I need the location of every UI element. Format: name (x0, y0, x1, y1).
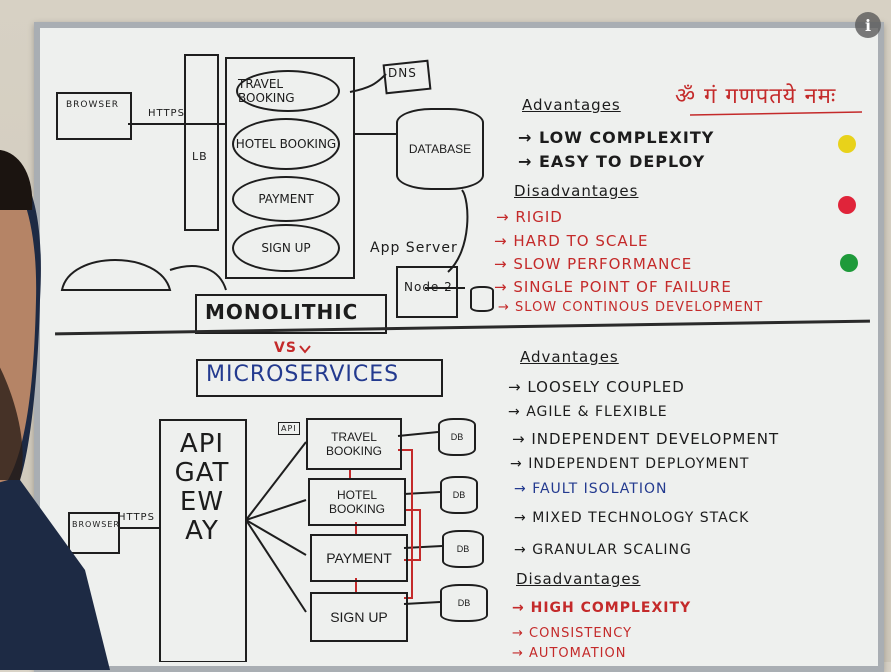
lb-label: LB (192, 150, 208, 163)
small-database-icon (470, 286, 494, 312)
top-right-inscription: ॐ गं गणपतये नमः (675, 84, 837, 109)
node-label: Node 2 (404, 280, 453, 294)
micro-adv-text: FAULT ISOLATION (532, 481, 668, 497)
dns-label: DNS (388, 66, 417, 80)
vs-label: VS (274, 340, 297, 356)
micro-adv-text: LOOSELY COUPLED (527, 378, 685, 396)
laptop-icon-bottom (68, 512, 120, 554)
https-label-bottom: HTTPS (118, 512, 155, 523)
module-payment: PAYMENT (232, 176, 340, 222)
green-magnet-icon (840, 254, 858, 272)
presenter-person (0, 150, 110, 670)
mono-dis-item: → HARD TO SCALE (494, 232, 649, 250)
api-tag: API (278, 422, 300, 435)
database-icon: DATABASE (396, 108, 484, 190)
mono-dis-item: → RIGID (496, 208, 563, 226)
micro-adv-item: → AGILE & FLEXIBLE (508, 404, 668, 420)
module-sign-up: SIGN UP (232, 224, 340, 272)
mono-dis-text: HARD TO SCALE (513, 232, 649, 250)
https-label-top: HTTPS (148, 108, 185, 119)
micro-dis-item: → CONSISTENCY (512, 626, 633, 641)
red-magnet-icon (838, 196, 856, 214)
mono-dis-text: SLOW CONTINOUS DEVELOPMENT (515, 300, 764, 315)
db-icon-travel: DB (438, 418, 476, 456)
mono-dis-item: → SLOW CONTINOUS DEVELOPMENT (498, 300, 764, 315)
module-hotel-booking: HOTEL BOOKING (232, 118, 340, 170)
app-server-label: App Server (370, 240, 458, 256)
service-travel-booking: TRAVEL BOOKING (306, 418, 402, 470)
micro-adv-item: → MIXED TECHNOLOGY STACK (514, 510, 750, 526)
mono-dis-text: SLOW PERFORMANCE (513, 255, 693, 273)
api-gateway-label: API GATEWAY (174, 429, 230, 546)
micro-adv-text: MIXED TECHNOLOGY STACK (532, 510, 750, 526)
micro-adv-item: → INDEPENDENT DEPLOYMENT (510, 456, 750, 472)
mono-dis-item: → SLOW PERFORMANCE (494, 255, 693, 273)
microservices-title: MICROSERVICES (206, 362, 400, 387)
server-icon (396, 266, 458, 318)
micro-disadvantages-title: Disadvantages (516, 570, 641, 588)
monolithic-title: MONOLITHIC (205, 300, 359, 324)
mono-dis-text: SINGLE POINT OF FAILURE (513, 278, 732, 296)
db-icon-hotel: DB (440, 476, 478, 514)
micro-adv-text: INDEPENDENT DEPLOYMENT (528, 456, 750, 472)
service-sign-up: SIGN UP (310, 592, 408, 642)
mono-dis-item: → SINGLE POINT OF FAILURE (494, 278, 732, 296)
browser-label-top: BROWSER (66, 100, 120, 110)
mono-adv-item: → LOW COMPLEXITY (518, 128, 715, 147)
info-icon[interactable]: i (855, 12, 881, 38)
module-travel-booking: TRAVEL BOOKING (236, 70, 340, 112)
micro-adv-text: AGILE & FLEXIBLE (526, 404, 668, 420)
service-hotel-booking: HOTEL BOOKING (308, 478, 406, 526)
mono-adv-text: EASY TO DEPLOY (538, 152, 706, 171)
micro-dis-item: → AUTOMATION (512, 646, 627, 661)
micro-adv-item: → LOOSELY COUPLED (508, 378, 685, 396)
micro-dis-text: HIGH COMPLEXITY (530, 600, 692, 616)
db-icon-payment: DB (442, 530, 484, 568)
yellow-magnet-icon (838, 135, 856, 153)
micro-adv-item: → INDEPENDENT DEVELOPMENT (512, 430, 780, 448)
mono-adv-item: → EASY TO DEPLOY (518, 152, 706, 171)
micro-adv-item: → GRANULAR SCALING (514, 542, 692, 558)
mono-adv-text: LOW COMPLEXITY (538, 128, 715, 147)
micro-dis-text: AUTOMATION (529, 646, 627, 661)
mono-disadvantages-title: Disadvantages (514, 182, 639, 200)
micro-advantages-title: Advantages (520, 348, 619, 366)
micro-dis-item: → HIGH COMPLEXITY (512, 600, 692, 616)
laptop-icon (56, 92, 132, 140)
micro-dis-text: CONSISTENCY (529, 626, 633, 641)
micro-adv-text: INDEPENDENT DEVELOPMENT (531, 430, 780, 448)
mono-advantages-title: Advantages (522, 96, 621, 114)
mono-dis-text: RIGID (515, 208, 563, 226)
db-icon-signup: DB (440, 584, 488, 622)
micro-adv-item: → FAULT ISOLATION (514, 481, 668, 497)
browser-label-bottom: BROWSER (72, 520, 120, 529)
micro-adv-text: GRANULAR SCALING (532, 542, 692, 558)
service-payment: PAYMENT (310, 534, 408, 582)
